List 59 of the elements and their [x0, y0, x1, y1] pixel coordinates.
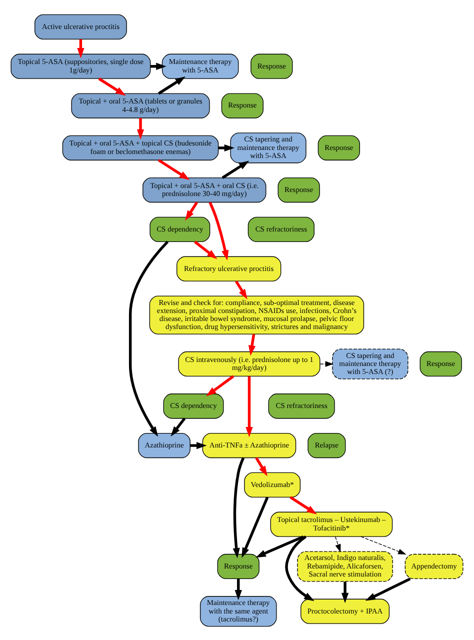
node-box: Revise and check for: compliance, sub-optimal treatment, disease extension, proximal constipation, NSAIDs use, infections, Crohn’s disease, irritable bowel syndrome, mucosal prolapse, pelvic floor dysfunction, drug hypersensitivity, strictures and malignancy: [149, 295, 364, 334]
arrow: [218, 144, 235, 151]
node-box: CS tapering and maintenance therapy with 5-ASA (?): [332, 348, 408, 379]
node-box: Response: [420, 350, 462, 376]
arrow: [206, 374, 234, 396]
node-box: Maintenance therapy with 5-ASA: [162, 53, 239, 78]
arrow: [232, 456, 245, 558]
arrow: [234, 578, 242, 600]
node-box: Topical + oral 5-ASA + oral CS (i.e. prednisolone 30-40 mg/day): [142, 176, 266, 202]
arrow: [360, 536, 406, 554]
node-box: CS refractoriness: [248, 216, 314, 242]
arrow: [365, 577, 411, 600]
node-box: CS intravenously (i.e. prednisolone up to 1 mg/kg/day): [178, 350, 320, 376]
arrow: [246, 376, 253, 437]
node-box: Topical 5-ASA (suppositories, single dose 1g/day): [10, 53, 151, 78]
arrow: [235, 280, 248, 299]
arrow: [242, 496, 269, 558]
arrow: [256, 534, 304, 558]
node-box: Maintenance therapy with the same agent (tacrolimus?): [200, 596, 277, 626]
node-box: Azathioprine: [138, 432, 190, 458]
node-box: Acetarsol, Indigo naturalis, Rebamipide, Alicaforsen, Sacral nerve stimulation: [297, 550, 393, 582]
node-box: Anti-TNFa ± Azathioprine: [202, 432, 296, 458]
arrow: [170, 417, 186, 436]
node-box: Topical + oral 5-ASA (tablets or granules 4-4.8 g/day): [71, 92, 210, 118]
arrow: [190, 441, 207, 449]
arrow: [128, 240, 169, 436]
arrow: [185, 201, 198, 220]
node-box: CS dependency: [163, 393, 224, 418]
arrow: [158, 158, 190, 180]
node-box: Response: [250, 53, 293, 78]
node-box: Response: [318, 134, 360, 160]
arrow: [290, 496, 317, 514]
node-box: Response: [221, 92, 264, 118]
node-box: Proctocolectomy + IPAA: [300, 598, 390, 624]
arrow: [222, 160, 250, 178]
node-box: Topical tacrolimus – Ustekinumab – Tofacitinib*: [270, 511, 393, 536]
arrow: [158, 76, 186, 94]
node-box: Relapse: [308, 432, 346, 458]
arrow: [194, 240, 218, 259]
node-box: CS tapering and maintenance therapy with 5-ASA: [230, 132, 306, 163]
arrow: [208, 201, 229, 260]
arrow: [320, 360, 334, 366]
node-box: Response: [278, 176, 320, 202]
node-box: Refractory ulcerative proctitis: [176, 256, 282, 281]
node-box: Appendectomy: [404, 553, 464, 579]
arrow: [248, 334, 256, 356]
arrow: [136, 118, 144, 140]
arrow: [77, 38, 84, 58]
node-box: Response: [217, 553, 260, 579]
node-box: Active ulcerative proctitis: [34, 14, 127, 40]
arrow: [341, 581, 349, 603]
node-box: Vedolizumab*: [244, 472, 301, 498]
node-box: CS refractoriness: [268, 393, 335, 418]
arrow: [334, 536, 341, 552]
arrow: [255, 456, 268, 476]
arrow: [285, 535, 314, 601]
node-box: CS dependency: [150, 216, 210, 242]
node-box: Topical + oral 5-ASA + topical CS (budesonide foam or beclomethasone enemas): [62, 134, 219, 160]
arrow: [98, 77, 126, 96]
